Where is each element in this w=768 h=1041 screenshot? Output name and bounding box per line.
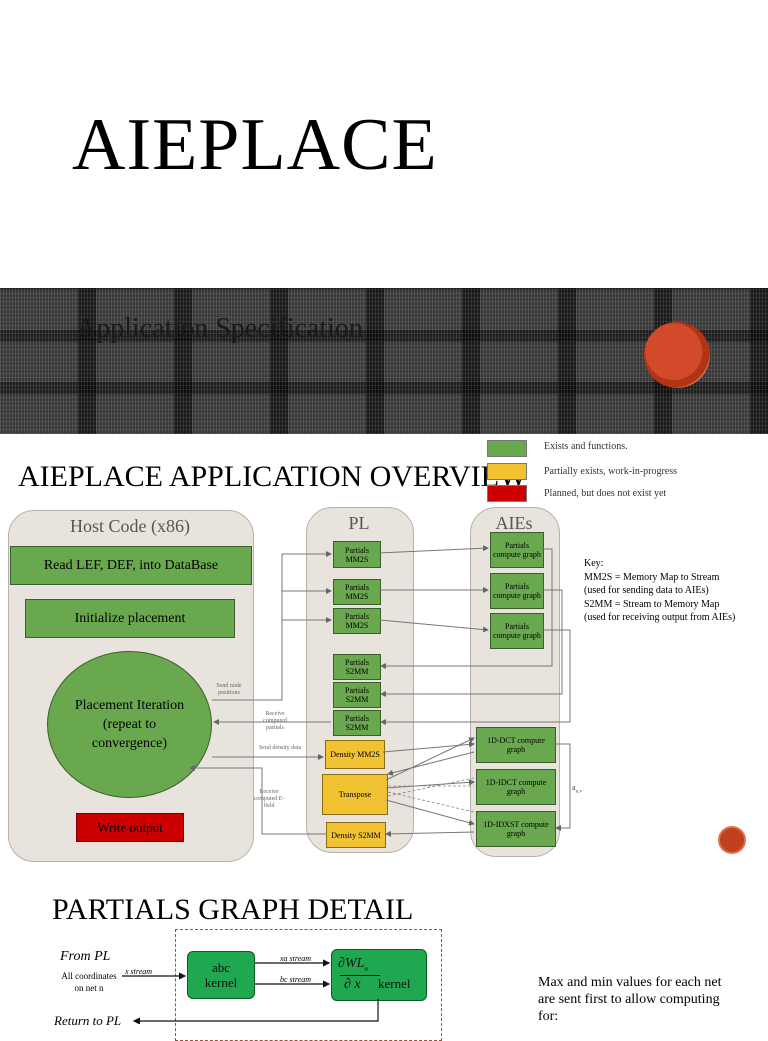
legend-label-planned: Planned, but does not exist yet [544,488,667,499]
pl-partials-mm2s-3: Partials MM2S [333,608,381,634]
aie-1d-dct: 1D-DCT compute graph [476,727,556,763]
key-line: (used for receiving output from AIEs) [584,612,736,623]
placement-iteration-block: Placement Iteration (repeat to convergen… [47,651,212,798]
key-line: S2MM = Stream to Memory Map [584,598,720,610]
legend-swatch-green [487,440,527,457]
read-lef-def-block: Read LEF, DEF, into DataBase [10,546,252,585]
legend-swatch-red [487,485,527,502]
legend-label-partial: Partially exists, work-in-progress [544,466,678,477]
pl-partials-s2mm-2: Partials S2MM [333,682,381,708]
host-code-title: Host Code (x86) [70,516,190,536]
write-output-block: Write output [76,813,184,842]
key-title: Key: [584,558,604,569]
key-line: (used for sending data to AIEs) [584,585,709,596]
aie-1d-idxst: 1D-IDXST compute graph [476,811,556,847]
legend-swatch-yellow [487,463,527,480]
key-line: MM2S = Memory Map to Stream [584,571,720,583]
pl-partials-mm2s-1: Partials MM2S [333,541,381,568]
aie-title: AIEs [495,513,533,533]
decorative-circle-icon [644,322,710,388]
max-min-description: Max and min values for each net are sent… [538,975,722,1024]
aie-partials-compute-2: Partials compute graph [490,573,544,609]
slide-title-aieplace: AIEPLACE [72,104,438,186]
banner-texture [0,288,768,434]
bc-stream-label: bc stream [280,975,312,984]
aie-1d-idct: 1D-IDCT compute graph [476,769,556,805]
edge-label-receive-partials: Receive computed partials [263,711,287,731]
edge-label-receive-efield: Receive computed E-field [253,789,285,809]
edge-label-send-density: Send density data [258,745,302,751]
pl-density-s2mm: Density S2MM [326,822,386,848]
coordinates-label: All coordinates on net n [61,971,117,993]
abc-kernel-block: abc kernel [187,951,255,999]
slide-title-partials-graph: PARTIALS GRAPH DETAIL [52,893,414,926]
pl-partials-mm2s-2: Partials MM2S [333,579,381,605]
pl-title: PL [348,513,370,533]
x-stream-label: x stream [125,967,153,976]
initialize-placement-block: Initialize placement [25,599,235,638]
pl-transpose: Transpose [322,774,388,815]
from-pl-label: From PL [60,949,111,964]
edge-label-send-nodes: Send node positions [216,683,242,696]
pl-density-mm2s: Density MM2S [325,740,385,769]
decorative-circle-icon [718,826,746,854]
partial-kernel-block: ∂WLn ∂ x kernel [331,949,427,1001]
slide-title-application-specification: Application Specification [76,313,363,344]
slide-title-overview: AIEPLACE APPLICATION OVERVIEW [18,460,528,493]
xa-stream-label: xa stream [280,954,312,963]
legend-label-exists: Exists and functions. [544,441,628,452]
aie-partials-compute-3: Partials compute graph [490,613,544,649]
edge-label-auv: au,v [572,783,582,795]
aie-partials-compute-1: Partials compute graph [490,532,544,568]
pl-partials-s2mm-3: Partials S2MM [333,710,381,736]
key-text: Key: MM2S = Memory Map to Stream (used f… [584,557,735,625]
